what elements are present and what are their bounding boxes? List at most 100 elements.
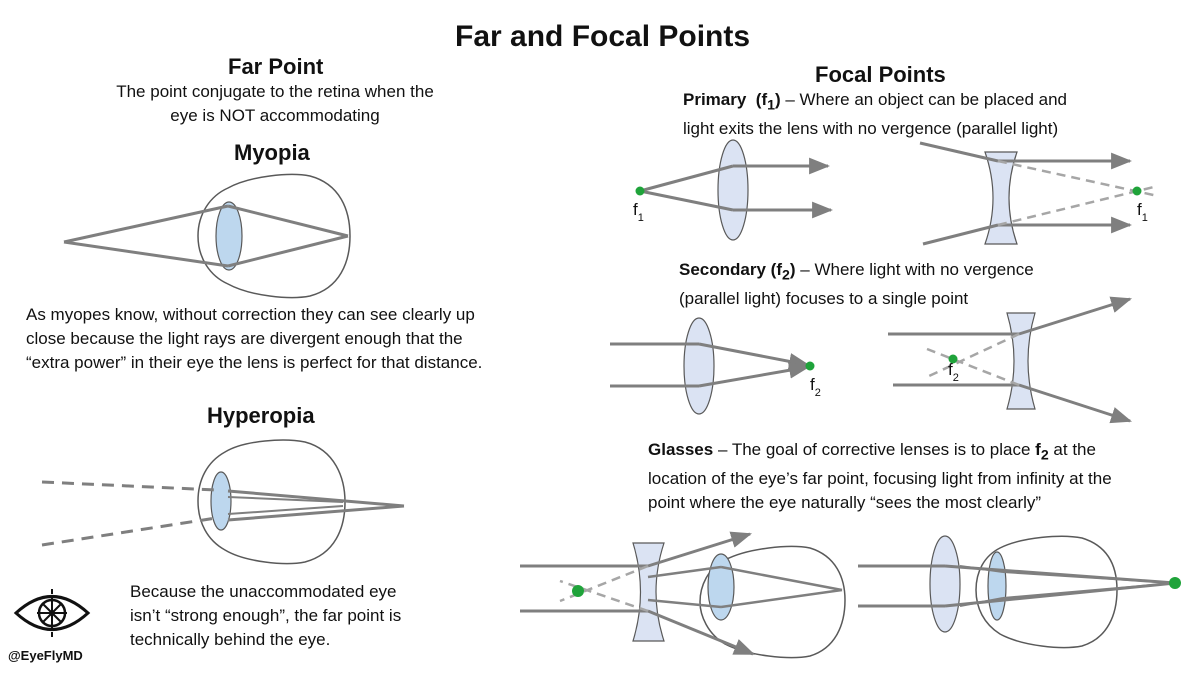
secondary-subscript: 2: [782, 267, 790, 284]
ray: [959, 597, 1004, 607]
focal-point-f2: [948, 354, 958, 364]
secondary-concave-diagram: [888, 296, 1133, 424]
secondary-focal-point-text: Secondary (f2) – Where light with no ver…: [679, 258, 1034, 311]
ray: [959, 565, 1004, 573]
glasses-text: Glasses – The goal of corrective lenses …: [648, 438, 1112, 515]
ray: [919, 141, 999, 163]
primary-definition-rest: – Where an object can be placed and: [780, 90, 1068, 109]
focal-point-f1: [635, 186, 645, 196]
concave-lens: [1006, 312, 1036, 410]
hyperopia-crystalline-lens: [210, 471, 232, 531]
virtual-ray: [926, 347, 1020, 387]
primary-concave-diagram: [919, 141, 1159, 246]
myopia-heading: Myopia: [234, 140, 310, 165]
ray: [720, 588, 843, 609]
hyperopia-ray: [227, 496, 344, 503]
far-point-definition-line: eye is NOT accommodating: [170, 106, 380, 125]
ray: [922, 223, 999, 246]
secondary-definition-line: (parallel light) focuses to a single poi…: [679, 289, 969, 309]
ray-arrow: [698, 361, 811, 388]
myopia-ray: [63, 240, 229, 268]
secondary-convex-diagram: [610, 317, 815, 415]
secondary-definition-line: Secondary (f2) – Where light with no ver…: [679, 258, 1034, 287]
primary-convex-diagram: [635, 139, 834, 241]
eye-logo-icon: [13, 589, 91, 637]
primary-focal-point-text: Primary (f1) – Where an object can be pl…: [683, 88, 1067, 141]
focal-point-f1: [1132, 186, 1142, 196]
myopia-description-line: As myopes know, without correction they …: [26, 305, 475, 324]
glasses-line: Glasses – The goal of corrective lenses …: [648, 438, 1112, 467]
virtual-ray: [926, 332, 1020, 379]
primary-subscript: 1: [767, 97, 775, 114]
glasses-hyperopia-diagram: [858, 535, 1181, 649]
ray: [720, 565, 843, 592]
hyperopia-eye-outline: [197, 439, 346, 565]
hyperopia-description-line: Because the unaccommodated eye: [130, 582, 397, 601]
myopia-description: As myopes know, without correction they …: [26, 303, 482, 375]
ray-arrow: [647, 609, 755, 656]
convex-lens: [683, 317, 715, 415]
focal-point-f2: [805, 361, 815, 371]
primary-definition-line: Primary (f1) – Where an object can be pl…: [683, 88, 1067, 117]
myopia-diagram: [63, 173, 351, 299]
glasses-label: Glasses: [648, 440, 714, 459]
virtual-ray: [997, 159, 1159, 198]
hyperopia-virtual-ray: [41, 480, 217, 492]
hyperopia-diagram: [41, 439, 405, 565]
hyperopia-description-line: technically behind the eye.: [130, 630, 331, 649]
hyperopia-ray: [227, 489, 405, 508]
myopia-crystalline-lens: [215, 201, 243, 271]
hyperopia-description-line: isn’t “strong enough”, the far point is: [130, 606, 402, 625]
secondary-symbol: (f: [770, 260, 782, 279]
myopia-eye-outline: [197, 173, 351, 299]
far-point-definition-line: The point conjugate to the retina when t…: [116, 82, 434, 101]
label-f1-primary-convex: f1: [633, 200, 644, 224]
glasses-line-a: – The goal of corrective lenses is to pl…: [713, 440, 1036, 459]
secondary-symbol-close: ): [789, 260, 796, 279]
hyperopia-description: Because the unaccommodated eye isn’t “st…: [130, 580, 401, 652]
ray-arrow: [698, 342, 811, 370]
concave-lens: [632, 542, 665, 642]
convex-lens: [929, 535, 961, 633]
label-f2-secondary-concave: f2: [948, 360, 959, 384]
ray-arrow: [1018, 296, 1133, 336]
glasses-line: location of the eye’s far point, focusin…: [648, 469, 1112, 489]
glasses-myopia-diagram: [520, 531, 846, 659]
hyperopia-heading: Hyperopia: [207, 403, 315, 428]
label-f1-primary-concave: f1: [1137, 200, 1148, 224]
hyperopia-virtual-ray: [41, 516, 217, 547]
label-f2-secondary-convex: f2: [810, 375, 821, 399]
ray: [647, 598, 722, 609]
primary-symbol: (f: [755, 90, 768, 109]
primary-symbol-close: ): [774, 90, 781, 109]
focal-points-heading: Focal Points: [815, 62, 946, 87]
virtual-ray: [997, 184, 1159, 227]
secondary-definition-rest: – Where light with no vergence: [795, 260, 1034, 279]
myopia-description-line: “extra power” in their eye the lens is p…: [26, 353, 483, 372]
ray-arrow: [1018, 383, 1132, 424]
ray: [639, 189, 734, 212]
eye-outline: [975, 535, 1118, 649]
glasses-line-b: at the: [1048, 440, 1096, 459]
convex-lens: [717, 139, 749, 241]
hyperopia-ray: [227, 505, 344, 515]
far-point-marker: [572, 585, 584, 597]
far-point-heading: Far Point: [228, 54, 324, 79]
glasses-line: point where the eye naturally “sees the …: [648, 493, 1042, 513]
eye-outline: [699, 545, 846, 659]
ray: [1002, 582, 1176, 599]
ray: [639, 164, 734, 193]
glasses-f: f: [1035, 440, 1041, 459]
crystalline-lens: [987, 551, 1007, 621]
myopia-ray: [63, 204, 229, 244]
myopia-description-line: close because the light rays are diverge…: [26, 329, 463, 348]
ray-arrow: [647, 531, 753, 568]
myopia-ray: [227, 204, 349, 238]
far-point-definition: The point conjugate to the retina when t…: [60, 80, 490, 128]
concave-lens: [984, 151, 1018, 245]
glasses-f-subscript: 2: [1040, 447, 1049, 464]
crystalline-lens: [707, 553, 735, 621]
primary-label: Primary: [683, 90, 747, 109]
